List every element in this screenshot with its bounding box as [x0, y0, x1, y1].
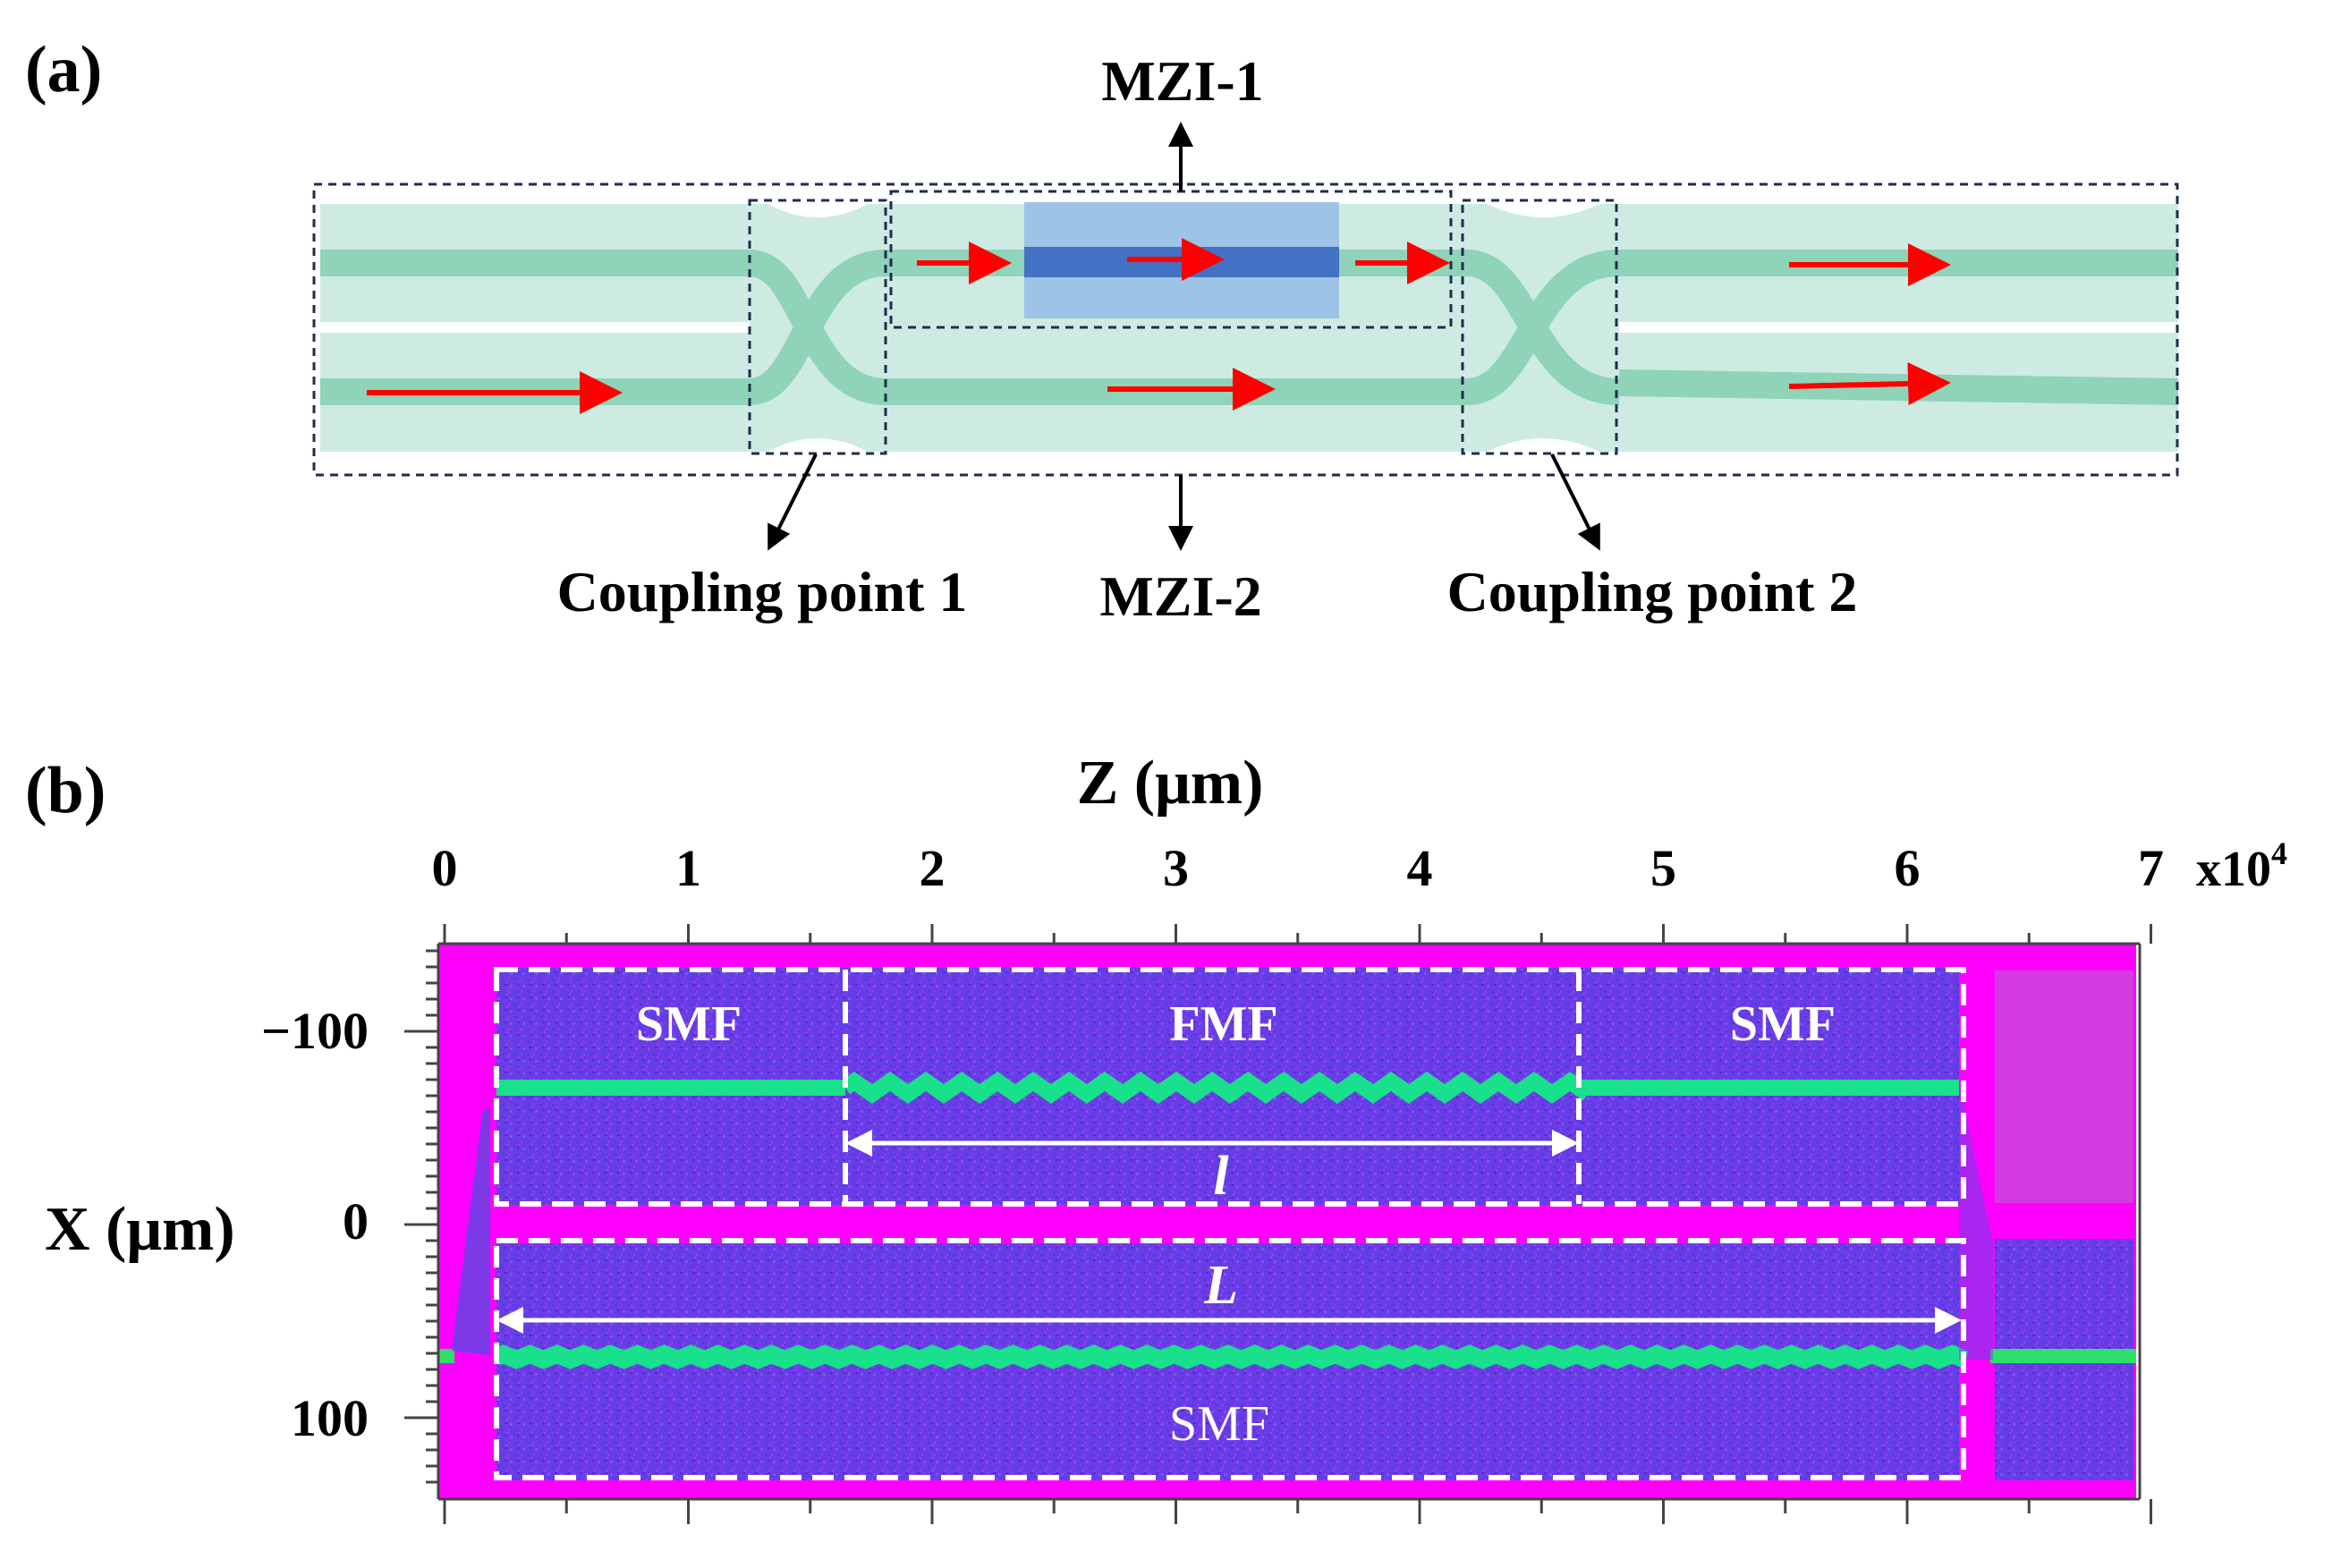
beam-top-left [496, 1080, 845, 1096]
mzi2-region-outline [494, 1238, 1966, 1480]
coupler-2-notch-top [1487, 204, 1599, 217]
coupling-point-2-label: Coupling point 2 [1447, 560, 1858, 623]
label-pointers [768, 122, 1600, 551]
x-tick-label: 2 [920, 839, 946, 897]
mzi1-label: MZI-1 [1101, 49, 1263, 113]
coupling-point-1-label: Coupling point 1 [557, 560, 968, 623]
coupler-1-notch-bottom [768, 438, 868, 452]
region-label-smf-left: SMF [636, 996, 742, 1052]
coupler-schematic [312, 122, 2179, 551]
length-label-long: L [1203, 1255, 1238, 1316]
dashed-outlines [312, 182, 2179, 477]
beam-bottom [493, 1344, 1970, 1369]
x-tick-label: 0 [432, 839, 458, 897]
y-tick-label: 100 [291, 1389, 369, 1447]
core-coupler-1-b [748, 250, 887, 405]
panel-a-label: (a) [25, 33, 102, 106]
mzi1-outline [889, 190, 1453, 329]
field-output-top [1995, 970, 2133, 1203]
length-label-short: l [1213, 1146, 1229, 1207]
x-tick-label: 5 [1650, 839, 1676, 897]
propagation-arrow [1788, 361, 1951, 405]
panel-b-label: (b) [25, 754, 106, 827]
beam-output [1990, 1349, 2136, 1363]
core-coupler-2-b [1465, 250, 1620, 405]
mzi2-label: MZI-2 [1099, 564, 1261, 628]
y-tick-labels: −100 0 100 [261, 1002, 369, 1447]
x-tick-label: 1 [675, 839, 701, 897]
bpm-field-map [438, 944, 2136, 1499]
x-tick-label: 6 [1895, 839, 1921, 897]
axes-frame [437, 942, 2142, 1501]
x-axis-multiplier: x104 [2196, 835, 2287, 897]
region-label-smf-right: SMF [1730, 996, 1836, 1052]
mzi2-outline [312, 182, 2179, 477]
coupler-1-notch-top [768, 204, 868, 217]
coupler-2-notch-bottom [1487, 438, 1599, 452]
beam-input [438, 1349, 454, 1363]
region-outlines [494, 967, 1966, 1480]
input-spread [452, 1109, 490, 1355]
beam-fmf [840, 1072, 1593, 1104]
y-tick-label: −100 [261, 1002, 369, 1060]
beam-top-right [1579, 1080, 1959, 1096]
region-label-fmf: FMF [1169, 996, 1277, 1052]
x-axis-title: Z (μm) [1077, 749, 1264, 818]
coupling-point-2-outline [1461, 199, 1618, 455]
region-label-smf-bottom: SMF [1169, 1396, 1269, 1452]
output-spread [1959, 1082, 1993, 1360]
coupling-point-1-outline [748, 199, 887, 455]
y-axis-title: X (μm) [45, 1195, 235, 1264]
propagation-arrows [367, 238, 1951, 414]
x-tick-labels: 0 1 2 3 4 5 6 7 [432, 839, 2165, 897]
x-tick-label: 4 [1407, 839, 1433, 897]
axis-ticks [404, 924, 2152, 1524]
core-bottom-right [1618, 369, 2179, 405]
x-tick-label: 7 [2138, 839, 2164, 897]
mzi1-region-outline [494, 967, 1966, 1207]
coupling-1-pointer [768, 453, 818, 551]
y-tick-label: 0 [343, 1192, 369, 1250]
coupling-2-pointer [1550, 453, 1600, 551]
x-tick-label: 3 [1163, 839, 1189, 897]
